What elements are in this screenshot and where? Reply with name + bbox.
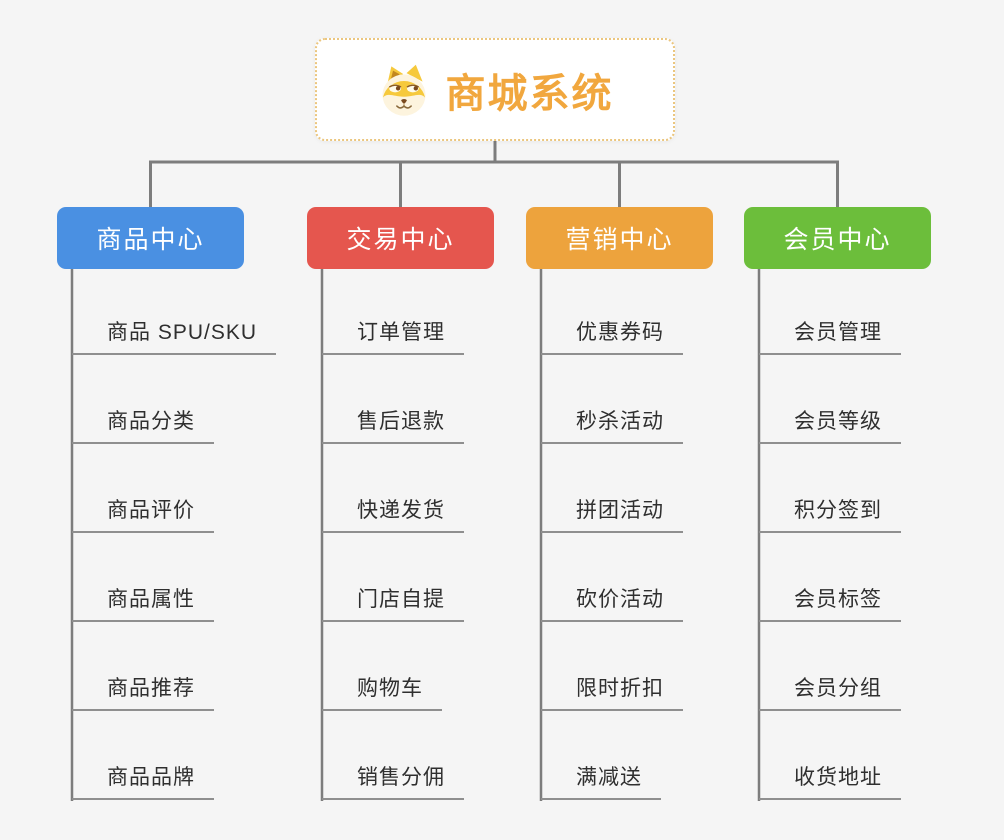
branch-header-trade[interactable]: 交易中心	[307, 207, 494, 269]
branch-item[interactable]: 商品推荐	[72, 622, 214, 711]
branch-item[interactable]: 商品属性	[72, 533, 214, 622]
branch-item[interactable]: 会员分组	[759, 622, 901, 711]
branch-item[interactable]: 会员等级	[759, 355, 901, 444]
root-node[interactable]: 商城系统	[315, 38, 675, 141]
branch-item[interactable]: 收货地址	[759, 711, 901, 800]
branch-list-marketing: 优惠券码 秒杀活动 拼团活动 砍价活动 限时折扣 满减送	[541, 266, 683, 800]
branch-item[interactable]: 购物车	[322, 622, 442, 711]
branch-item[interactable]: 快递发货	[322, 444, 464, 533]
branch-item[interactable]: 优惠券码	[541, 266, 683, 355]
branch-header-product[interactable]: 商品中心	[57, 207, 244, 269]
branch-header-member[interactable]: 会员中心	[744, 207, 931, 269]
branch-item[interactable]: 售后退款	[322, 355, 464, 444]
branch-list-member: 会员管理 会员等级 积分签到 会员标签 会员分组 收货地址	[759, 266, 901, 800]
branch-item[interactable]: 限时折扣	[541, 622, 683, 711]
branch-item[interactable]: 会员标签	[759, 533, 901, 622]
branch-item[interactable]: 拼团活动	[541, 444, 683, 533]
branch-item[interactable]: 销售分佣	[322, 711, 464, 800]
branch-list-product: 商品 SPU/SKU 商品分类 商品评价 商品属性 商品推荐 商品品牌	[72, 266, 277, 800]
branch-item[interactable]: 门店自提	[322, 533, 464, 622]
branch-item[interactable]: 商品 SPU/SKU	[72, 266, 277, 355]
branch-item[interactable]: 商品品牌	[72, 711, 214, 800]
branch-item[interactable]: 商品分类	[72, 355, 214, 444]
branch-item[interactable]: 砍价活动	[541, 533, 683, 622]
branch-list-trade: 订单管理 售后退款 快递发货 门店自提 购物车 销售分佣	[322, 266, 464, 800]
branch-item[interactable]: 秒杀活动	[541, 355, 683, 444]
branch-header-marketing[interactable]: 营销中心	[526, 207, 713, 269]
branch-item[interactable]: 积分签到	[759, 444, 901, 533]
branch-item[interactable]: 会员管理	[759, 266, 901, 355]
root-title: 商城系统	[445, 71, 614, 116]
branch-item[interactable]: 订单管理	[322, 266, 464, 355]
branch-item[interactable]: 商品评价	[72, 444, 214, 533]
dog-face-icon	[377, 63, 431, 117]
branch-item[interactable]: 满减送	[541, 711, 661, 800]
